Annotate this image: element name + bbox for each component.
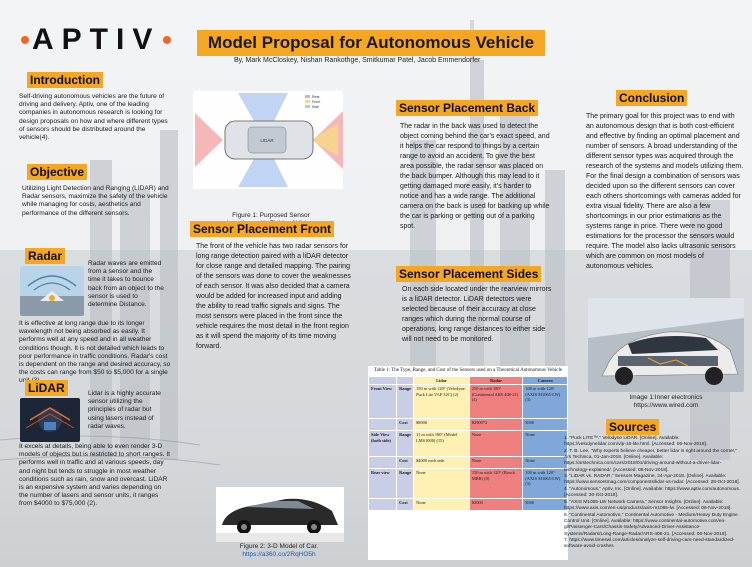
- cell-camera: None: [522, 456, 568, 470]
- table-corner-2: [396, 375, 415, 386]
- side-lidar-field-top: [238, 93, 288, 123]
- inner-electronics-image: [588, 298, 744, 392]
- cell-radar: $2900*2: [468, 418, 524, 432]
- sensor-spec-table: Lidar Radar Camera Front View Range 150 …: [367, 375, 568, 512]
- lidar-body: It excels at details, being able to even…: [19, 443, 170, 508]
- cell-camera: None: [522, 430, 568, 458]
- row-group: Side View (both side): [367, 430, 398, 458]
- front-lidar-field: [311, 124, 338, 156]
- conclusion-body: The primary goal for this project was to…: [586, 113, 744, 270]
- cell-lidar: None: [413, 498, 470, 512]
- rear-radar-field: [195, 113, 223, 167]
- objective-heading: Objective: [27, 164, 88, 180]
- sensor-sides-heading: Sensor Placement Sides: [396, 266, 542, 282]
- image1-caption-text: Image 1:Inner electronics: [629, 394, 703, 401]
- table-row: Rear view Range None 150 m with 120° (Bo…: [367, 468, 568, 500]
- cell-radar: None: [468, 430, 524, 458]
- image1-link[interactable]: https://www.wired.com: [633, 402, 699, 409]
- car-label: LIDAR: [260, 138, 274, 143]
- table-row: Cost $4000 each side None None: [367, 456, 568, 470]
- source-item: 6. "Continental Automotive," Continental…: [564, 512, 738, 537]
- sources-heading: Sources: [606, 419, 660, 435]
- cell-lidar: $4000 each side: [413, 456, 470, 470]
- cell-radar: 150 m with 120° (Bosch MRR) (8): [468, 468, 524, 500]
- row-group: [367, 418, 398, 432]
- lidar-body-side: Lidar is a highly accurate sensor utiliz…: [88, 390, 161, 430]
- source-item: 1. "Puck LITE™." Velodyne LiDAR. [Online…: [564, 436, 708, 448]
- aptiv-logo: APTIV: [18, 22, 174, 57]
- introduction-body: Self-driving autonomous vehicles are the…: [19, 93, 168, 142]
- sources-list: 1. "Puck LITE™." Velodyne LiDAR. [Online…: [564, 436, 742, 551]
- table-title: Table 1: The Type, Range, and Cost of th…: [373, 368, 563, 373]
- table-row: Side View (both side) Range 11 m with 18…: [367, 430, 568, 458]
- sensor-back-body: The radar in the back was used to detect…: [400, 123, 550, 230]
- conclusion-heading: Conclusion: [616, 90, 688, 106]
- figure2-link[interactable]: https://a360.co/2RqHO5h: [242, 551, 316, 558]
- objective-body: Utilizing Light Detection and Ranging (L…: [22, 185, 169, 217]
- lidar-heading: LiDAR: [25, 380, 68, 396]
- car-3d-model-image: [216, 487, 344, 542]
- cell-camera: 100 m with 120° (AXIS M1065-LW) (3): [522, 384, 568, 420]
- cell-lidar: 150 m with 120° (Velodyne Puck Lite VLP …: [413, 384, 470, 420]
- row-label: Cost: [396, 418, 415, 432]
- row-label: Cost: [396, 498, 415, 512]
- row-group: Rear view: [367, 468, 398, 500]
- source-item: 5. "AXIS M1065-LW Network Camera," Senso…: [564, 500, 732, 512]
- row-label: Range: [396, 430, 415, 458]
- cell-radar: 250 m with 180° (Continental ARS 408-21)…: [468, 384, 524, 420]
- logo-text: APTIV: [32, 23, 161, 57]
- table-row: Cost $8000 $2900*2 $300: [367, 418, 568, 432]
- legend-rear: Rear: [312, 95, 320, 99]
- sensor-front-body: The front of the vehicle has two radar s…: [196, 243, 351, 350]
- row-label: Range: [396, 468, 415, 500]
- cell-camera: $300: [522, 498, 568, 512]
- cell-radar: None: [468, 456, 524, 470]
- row-label: Cost: [396, 456, 415, 470]
- logo-dot-right: [163, 36, 172, 45]
- cell-lidar: None: [413, 468, 470, 500]
- radar-body: It is effective at long range due to its…: [19, 320, 171, 384]
- source-item: 7. https://www.timeswl.com/articles/anal…: [564, 538, 735, 550]
- cell-lidar: $8000: [413, 418, 470, 432]
- authors: By, Mark McCloskey, Nishan Rankothge, Sm…: [234, 57, 481, 64]
- row-group: [367, 498, 398, 512]
- source-item: 4. "Autonomous," Aptiv, Inc. [Online]. A…: [564, 487, 741, 499]
- table-corner: [367, 375, 398, 386]
- col-camera: Camera: [522, 375, 568, 386]
- legend-side: Side: [312, 105, 319, 109]
- col-radar: Radar: [468, 375, 524, 386]
- table-row: Cost None $2000 $300: [367, 498, 568, 512]
- table-row: Front View Range 150 m with 120° (Velody…: [367, 384, 568, 420]
- row-group: [367, 456, 398, 470]
- side-lidar-field-bottom: [238, 157, 288, 187]
- source-item: 3. "LiDAR vs. RADAR," Sensors Magazine, …: [564, 474, 740, 486]
- cell-radar: $2000: [468, 498, 524, 512]
- sensor-back-heading: Sensor Placement Back: [396, 100, 539, 116]
- cell-camera: $300: [522, 418, 568, 432]
- col-lidar: Lidar: [413, 375, 470, 386]
- introduction-heading: Introduction: [27, 72, 103, 88]
- image1-caption: Image 1:Inner electronics https://www.wi…: [620, 394, 712, 410]
- cell-lidar: 11 m with 180° (Model LMS1000) (15): [413, 430, 470, 458]
- figure2-caption-text: Figure 2: 3-D Model of Car.: [239, 543, 319, 550]
- sensor-table: Table 1: The Type, Range, and Cost of th…: [367, 366, 568, 560]
- radar-body-side: Radar waves are emitted from a sensor an…: [88, 260, 164, 309]
- lidar-image: [20, 398, 80, 442]
- source-item: 2. T. B. Lee, "Why experts believe cheap…: [564, 448, 737, 473]
- radar-heading: Radar: [25, 248, 66, 264]
- sensor-sides-body: On each side located under the rearview …: [402, 286, 552, 343]
- sensor-locations-diagram: LIDAR Rear Front Side: [193, 91, 343, 189]
- legend-front: Front: [312, 100, 320, 104]
- poster-title: Model Proposal for Autonomous Vehicle: [197, 30, 545, 56]
- row-group: Front View: [367, 384, 398, 420]
- sensor-front-heading: Sensor Placement Front: [190, 221, 335, 237]
- radar-image: [20, 266, 84, 316]
- logo-dot-left: [21, 36, 29, 45]
- row-label: Range: [396, 384, 415, 420]
- figure2-caption: Figure 2: 3-D Model of Car. https://a360…: [222, 543, 336, 559]
- cell-camera: 100 m with 120° (AXIS M1065-LW) (3): [522, 468, 568, 500]
